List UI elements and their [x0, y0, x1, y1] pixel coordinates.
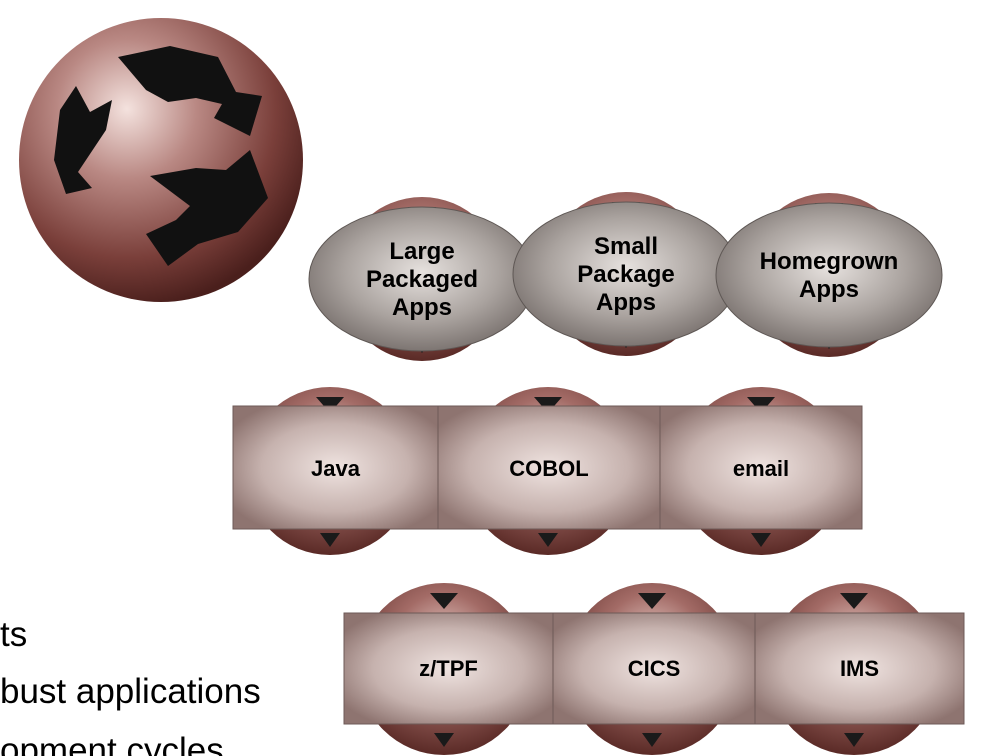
app-oval-label-3-line-2: Apps [799, 276, 859, 303]
middleware-box-label-2: COBOL [509, 456, 588, 481]
app-oval-label-3-line-1: Homegrown [760, 248, 899, 275]
app-oval-label-1-line-3: Apps [392, 294, 452, 321]
app-oval-label-2-line-2: Package [577, 261, 674, 288]
platform-box-3: IMS [754, 612, 965, 725]
app-oval-label-2-line-3: Apps [596, 289, 656, 316]
bullet-text-block: ts bust applications opment cycles [0, 615, 261, 756]
app-oval-label-1-line-2: Packaged [366, 266, 478, 293]
middleware-box-label-3: email [733, 456, 789, 481]
platform-box-label-3: IMS [840, 656, 879, 681]
app-oval-label-1-line-1: Large [389, 238, 454, 265]
middleware-box-label-1: Java [311, 456, 361, 481]
application-ovals: LargePackagedAppsSmallPackageAppsHomegro… [308, 201, 943, 352]
app-oval-label-2-line-1: Small [594, 233, 658, 260]
middleware-boxes: Java COBOL email [232, 405, 863, 530]
middleware-box-3: email [659, 405, 863, 530]
bullet-text-line-2: bust applications [0, 672, 261, 711]
bullet-text-line-1: ts [0, 615, 27, 654]
platform-boxes: z/TPF CICS IMS [343, 612, 965, 725]
recycle-globe-icon [19, 18, 303, 302]
middleware-box-2: COBOL [437, 405, 661, 530]
middleware-box-1: Java [232, 405, 439, 530]
platform-box-2: CICS [552, 612, 756, 725]
platform-box-label-1: z/TPF [419, 656, 478, 681]
bullet-text-line-3: opment cycles [0, 731, 224, 756]
platform-box-1: z/TPF [343, 612, 554, 725]
platform-box-label-2: CICS [628, 656, 681, 681]
